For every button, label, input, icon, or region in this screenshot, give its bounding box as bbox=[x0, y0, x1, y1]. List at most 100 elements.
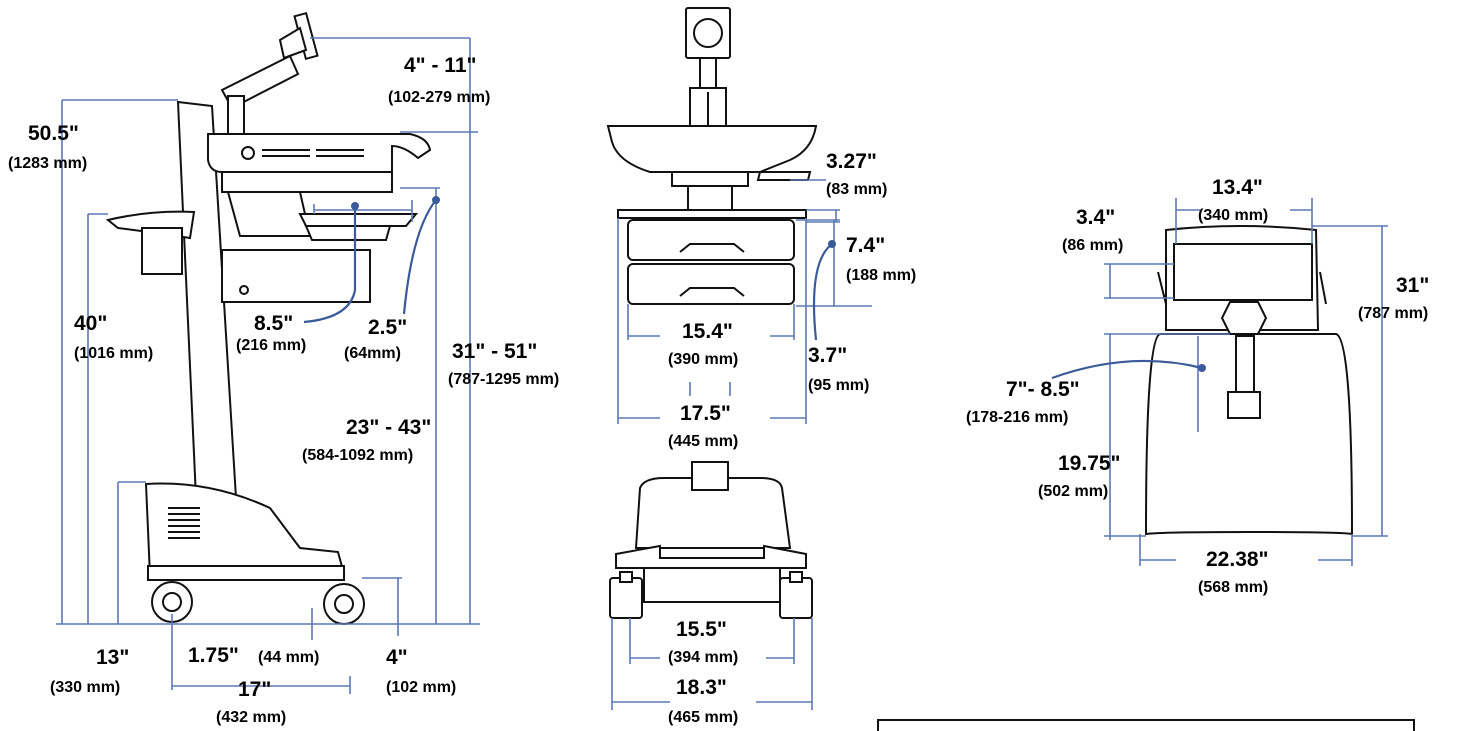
front-outer-wheel-line bbox=[611, 618, 813, 710]
top-dimension-lines bbox=[1051, 198, 1388, 566]
column-offset-value: 7"- 8.5" bbox=[1006, 378, 1080, 401]
side-keyboard-depth-callout bbox=[303, 206, 357, 324]
side-front-wheel-hub bbox=[334, 594, 354, 614]
overall-height-metric: (1283 mm) bbox=[8, 155, 87, 172]
front-drawer-upper bbox=[627, 219, 795, 261]
overall-height-value: 50.5" bbox=[28, 122, 79, 145]
top-dimension-labels: 13.4" (340 mm) 3.4" (86 mm) 31" (787 mm)… bbox=[966, 176, 1429, 596]
overall-depth-value: 31" bbox=[1396, 274, 1429, 297]
front-monitor-mount-ring bbox=[693, 18, 723, 48]
top-arm bbox=[1235, 335, 1255, 393]
top-overall-depth-line bbox=[1312, 225, 1388, 537]
front-dimension-labels: 3.27" (83 mm) 7.4" (188 mm) 3.7" (95 mm)… bbox=[668, 150, 916, 450]
shelf-width-value: 13.4" bbox=[1212, 176, 1263, 199]
base-depth-value: 19.75" bbox=[1058, 452, 1121, 475]
front-cabinet-width-line bbox=[617, 218, 807, 424]
outer-wheel-width-value: 18.3" bbox=[676, 676, 727, 699]
side-keyboard-depth-dot bbox=[351, 202, 359, 210]
front-base-housing bbox=[634, 477, 792, 549]
side-lock-icon bbox=[241, 146, 255, 160]
side-worksurface bbox=[207, 133, 432, 173]
shelf-depth-value: 3.4" bbox=[1076, 206, 1115, 229]
top-base-width-line bbox=[1139, 534, 1353, 566]
side-overall-height-line bbox=[61, 99, 178, 624]
keyboard-depth-value: 8.5" bbox=[254, 312, 293, 335]
top-column bbox=[1220, 301, 1268, 335]
shelf-width-metric: (340 mm) bbox=[1198, 207, 1268, 224]
wheelbase-metric: (432 mm) bbox=[216, 709, 286, 726]
top-worksurface bbox=[1165, 225, 1320, 331]
handle-height-metric: (1016 mm) bbox=[74, 345, 153, 362]
side-under-body bbox=[221, 171, 393, 193]
arm-reach-metric: (102-279 mm) bbox=[388, 89, 490, 106]
front-base-illustration bbox=[609, 461, 813, 619]
front-cabinet-top bbox=[617, 209, 807, 219]
side-drawer-lock-icon bbox=[239, 285, 249, 295]
base-width-value: 22.38" bbox=[1206, 548, 1269, 571]
keyboard-drop-value: 2.5" bbox=[368, 316, 407, 339]
side-handle-height-line bbox=[87, 213, 108, 624]
side-foot-clearance-line bbox=[362, 577, 402, 636]
side-keyboard-height-line bbox=[400, 187, 440, 624]
side-cart-illustration bbox=[105, 11, 432, 625]
front-base-plate bbox=[615, 544, 807, 569]
side-mouse-tray bbox=[304, 225, 392, 241]
front-column-break-line bbox=[689, 382, 731, 396]
side-vent-grille bbox=[168, 507, 200, 539]
front-dimension-lines bbox=[617, 179, 872, 424]
top-arm-mount bbox=[1227, 391, 1261, 419]
side-dimension-labels: 4" - 11" (102-279 mm) 50.5" (1283 mm) 40… bbox=[8, 54, 559, 726]
top-base-depth-line bbox=[1104, 333, 1230, 540]
front-drawer-lower-handle bbox=[679, 287, 745, 297]
cabinet-width-metric: (445 mm) bbox=[668, 433, 738, 450]
side-wheelbase-line bbox=[171, 608, 351, 694]
front-right-wheel bbox=[779, 577, 813, 619]
base-height-metric: (330 mm) bbox=[50, 679, 120, 696]
overall-depth-metric: (787 mm) bbox=[1358, 305, 1428, 322]
column-offset-metric: (178-216 mm) bbox=[966, 409, 1068, 426]
drawer-height-value: 7.4" bbox=[846, 234, 885, 257]
front-monitor-plate bbox=[685, 7, 731, 59]
side-base-height-line bbox=[117, 481, 146, 624]
keyboard-drop-metric: (64mm) bbox=[344, 345, 401, 362]
front-base-view: 15.5" (394 mm) 18.3" (465 mm) bbox=[609, 461, 813, 726]
side-rear-wheel-hub bbox=[162, 592, 182, 612]
base-width-metric: (568 mm) bbox=[1198, 579, 1268, 596]
shelf-depth-metric: (86 mm) bbox=[1062, 237, 1123, 254]
front-base-frame bbox=[643, 567, 781, 603]
front-drawer-height-line bbox=[796, 219, 872, 307]
caster-offset-metric: (44 mm) bbox=[258, 649, 319, 666]
side-dimension-lines bbox=[56, 37, 480, 694]
side-keyboard-bracket bbox=[226, 191, 312, 237]
top-shelf-width-line bbox=[1175, 198, 1313, 244]
front-view: 3.27" (83 mm) 7.4" (188 mm) 3.7" (95 mm)… bbox=[606, 7, 916, 450]
outer-wheel-width-metric: (465 mm) bbox=[668, 709, 738, 726]
front-left-wheel bbox=[609, 577, 643, 619]
side-worksurface-line bbox=[400, 131, 478, 624]
front-column-mid bbox=[687, 185, 733, 211]
keyboard-height-metric: (584-1092 mm) bbox=[302, 447, 413, 464]
side-keyboard-drop-dot bbox=[432, 196, 440, 204]
drawer-single-value: 3.7" bbox=[808, 344, 847, 367]
side-arm-post bbox=[227, 95, 245, 137]
front-inner-wheel-line bbox=[629, 618, 795, 664]
side-keyboard-depth-line bbox=[313, 200, 413, 222]
front-keyboard-tray-edge bbox=[756, 171, 812, 181]
base-depth-metric: (502 mm) bbox=[1038, 483, 1108, 500]
wheelbase-value: 17" bbox=[238, 678, 271, 701]
side-base-housing bbox=[144, 482, 346, 578]
top-column-offset-dot bbox=[1198, 364, 1206, 372]
foot-clearance-metric: (102 mm) bbox=[386, 679, 456, 696]
front-base-dimension-labels: 15.5" (394 mm) 18.3" (465 mm) bbox=[668, 618, 738, 726]
top-shelf-depth-line bbox=[1104, 263, 1174, 299]
front-base-dimension-lines bbox=[611, 618, 813, 710]
keyboard-depth-metric: (216 mm) bbox=[236, 337, 306, 354]
front-cart-illustration bbox=[606, 7, 818, 305]
drawer-height-metric: (188 mm) bbox=[846, 267, 916, 284]
drawer-width-value: 15.4" bbox=[682, 320, 733, 343]
front-right-caster bbox=[789, 571, 803, 583]
top-cart-illustration bbox=[1144, 225, 1354, 536]
side-arm-reach-line bbox=[310, 37, 471, 132]
top-view: 13.4" (340 mm) 3.4" (86 mm) 31" (787 mm)… bbox=[966, 176, 1429, 596]
